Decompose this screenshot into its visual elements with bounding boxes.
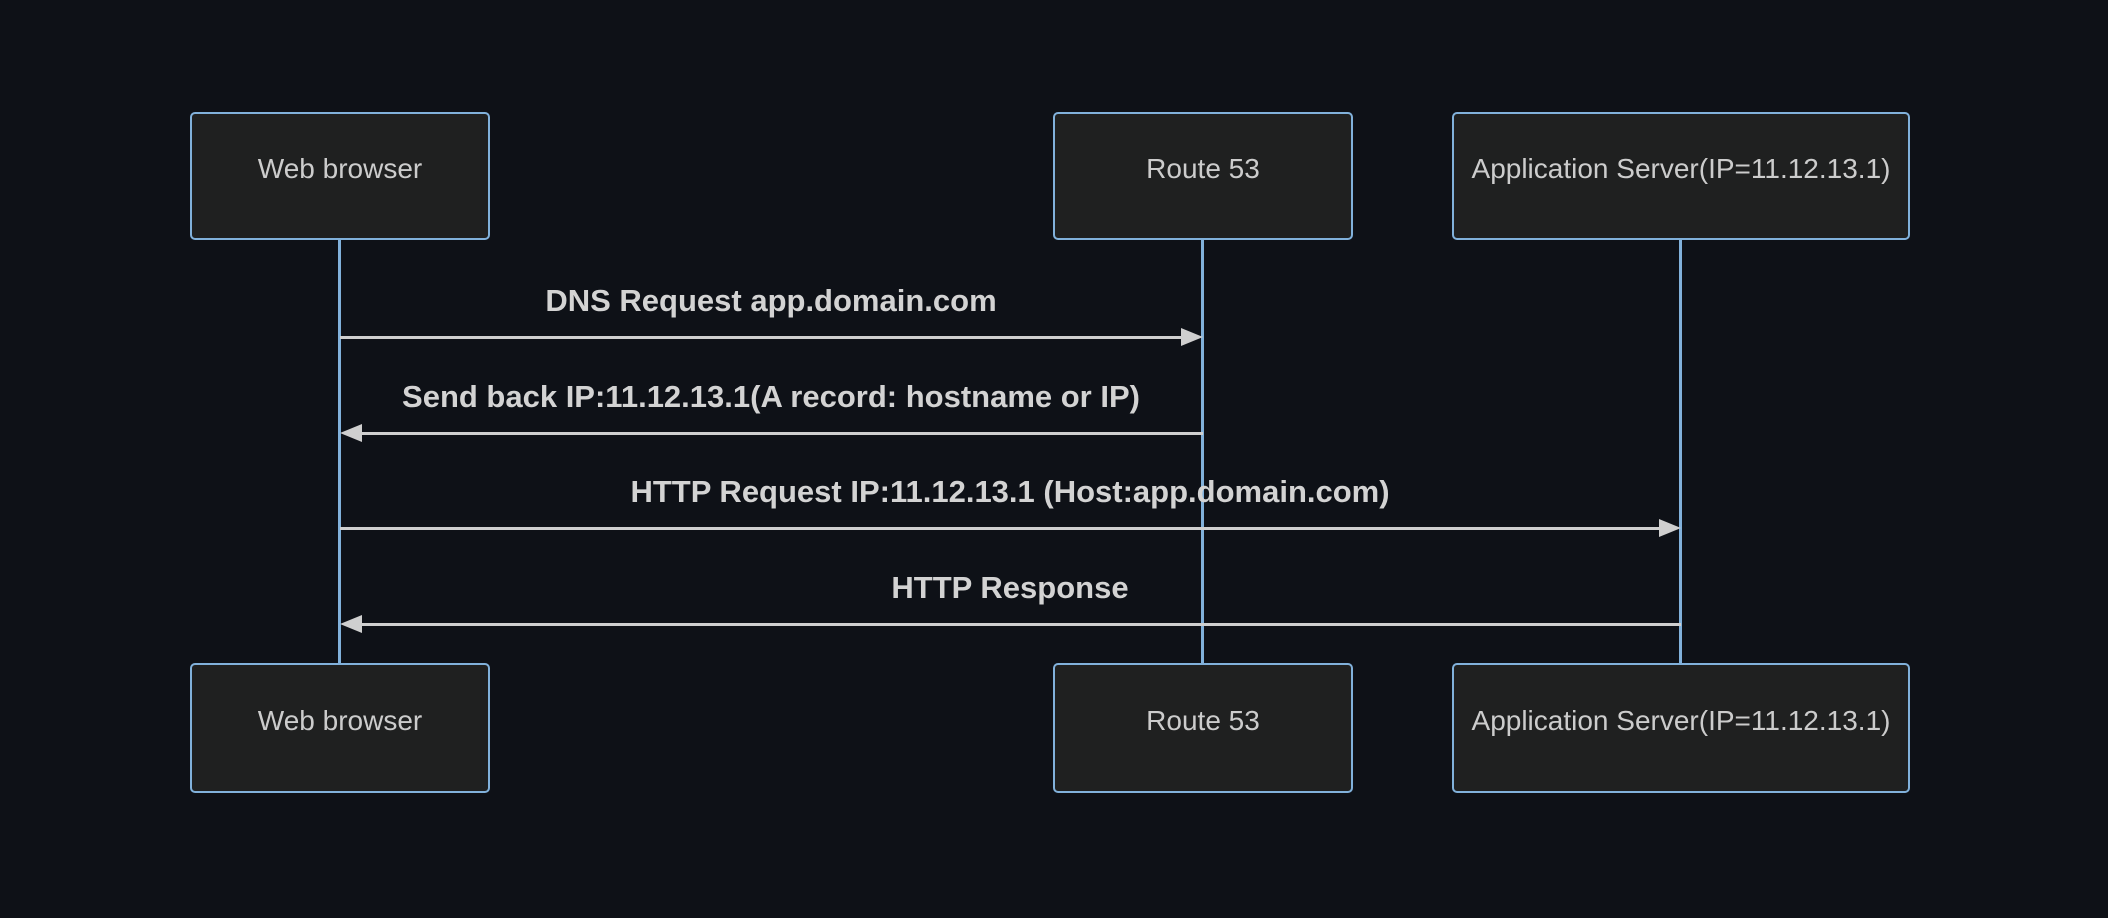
actor-web-browser-top: Web browser bbox=[190, 112, 490, 240]
arrowhead-left-icon bbox=[340, 424, 362, 442]
message-line-dns-request bbox=[340, 336, 1183, 339]
actor-application-server-bottom-label: Application Server(IP=11.12.13.1) bbox=[1471, 705, 1891, 736]
message-line-http-response bbox=[360, 623, 1681, 626]
actor-web-browser-bottom: Web browser bbox=[190, 663, 490, 793]
message-line-http-request bbox=[340, 527, 1661, 530]
actor-route-53-bottom-label: Route 53 bbox=[1146, 705, 1260, 736]
lifeline-route-53 bbox=[1201, 240, 1204, 664]
message-line-send-back-ip bbox=[360, 432, 1203, 435]
actor-route-53-top: Route 53 bbox=[1053, 112, 1353, 240]
actor-application-server-top-label: Application Server(IP=11.12.13.1) bbox=[1471, 153, 1891, 184]
arrowhead-right-icon bbox=[1659, 519, 1681, 537]
message-label-dns-request: DNS Request app.domain.com bbox=[545, 283, 997, 318]
message-label-http-response: HTTP Response bbox=[891, 570, 1129, 605]
message-label-send-back-ip: Send back IP:11.12.13.1(A record: hostna… bbox=[402, 379, 1140, 414]
arrowhead-right-icon bbox=[1181, 328, 1203, 346]
actor-application-server-top: Application Server(IP=11.12.13.1) bbox=[1452, 112, 1910, 240]
actor-route-53-top-label: Route 53 bbox=[1146, 153, 1260, 184]
actor-web-browser-top-label: Web browser bbox=[257, 153, 423, 184]
message-label-http-request: HTTP Request IP:11.12.13.1 (Host:app.dom… bbox=[630, 474, 1390, 509]
actor-route-53-bottom: Route 53 bbox=[1053, 663, 1353, 793]
arrowhead-left-icon bbox=[340, 615, 362, 633]
actor-application-server-bottom: Application Server(IP=11.12.13.1) bbox=[1452, 663, 1910, 793]
actor-web-browser-bottom-label: Web browser bbox=[257, 705, 423, 736]
lifeline-web-browser bbox=[338, 240, 341, 664]
lifeline-application-server bbox=[1679, 240, 1682, 664]
